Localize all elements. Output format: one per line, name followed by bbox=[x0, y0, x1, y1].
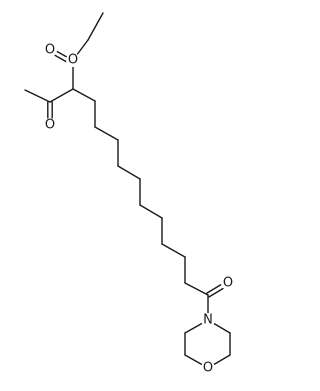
ester-carbonyl-oxygen-label: O bbox=[45, 43, 55, 58]
amide-oxygen-label: O bbox=[223, 276, 233, 291]
morpholine-nitrogen-label: N bbox=[203, 313, 213, 328]
bond-chain-amide bbox=[184, 282, 209, 296]
morpholine-oxygen-label-background bbox=[201, 361, 215, 375]
acetyl-oxygen-label-background bbox=[43, 118, 57, 132]
morpholine-oxygen-label: O bbox=[203, 361, 213, 376]
bond-chain bbox=[117, 165, 141, 180]
bond-chain bbox=[139, 204, 163, 219]
bond-layer bbox=[24, 12, 231, 369]
bond-chain bbox=[161, 243, 186, 258]
acetyl-oxygen-label: O bbox=[45, 118, 55, 133]
bond-alpha-chain bbox=[72, 88, 96, 102]
bond-acetyl bbox=[49, 88, 74, 103]
bond-ethyl bbox=[87, 12, 104, 41]
amide-oxygen-label-background bbox=[221, 276, 235, 290]
ester-ether-oxygen-label: O bbox=[68, 53, 78, 68]
bond-acetyl-methyl bbox=[24, 89, 51, 103]
bond-chain bbox=[94, 126, 119, 141]
ester-ether-oxygen-label-background bbox=[66, 53, 80, 67]
ester-carbonyl-oxygen-label-background bbox=[43, 43, 57, 57]
morpholine-nitrogen-label-background bbox=[201, 313, 215, 327]
